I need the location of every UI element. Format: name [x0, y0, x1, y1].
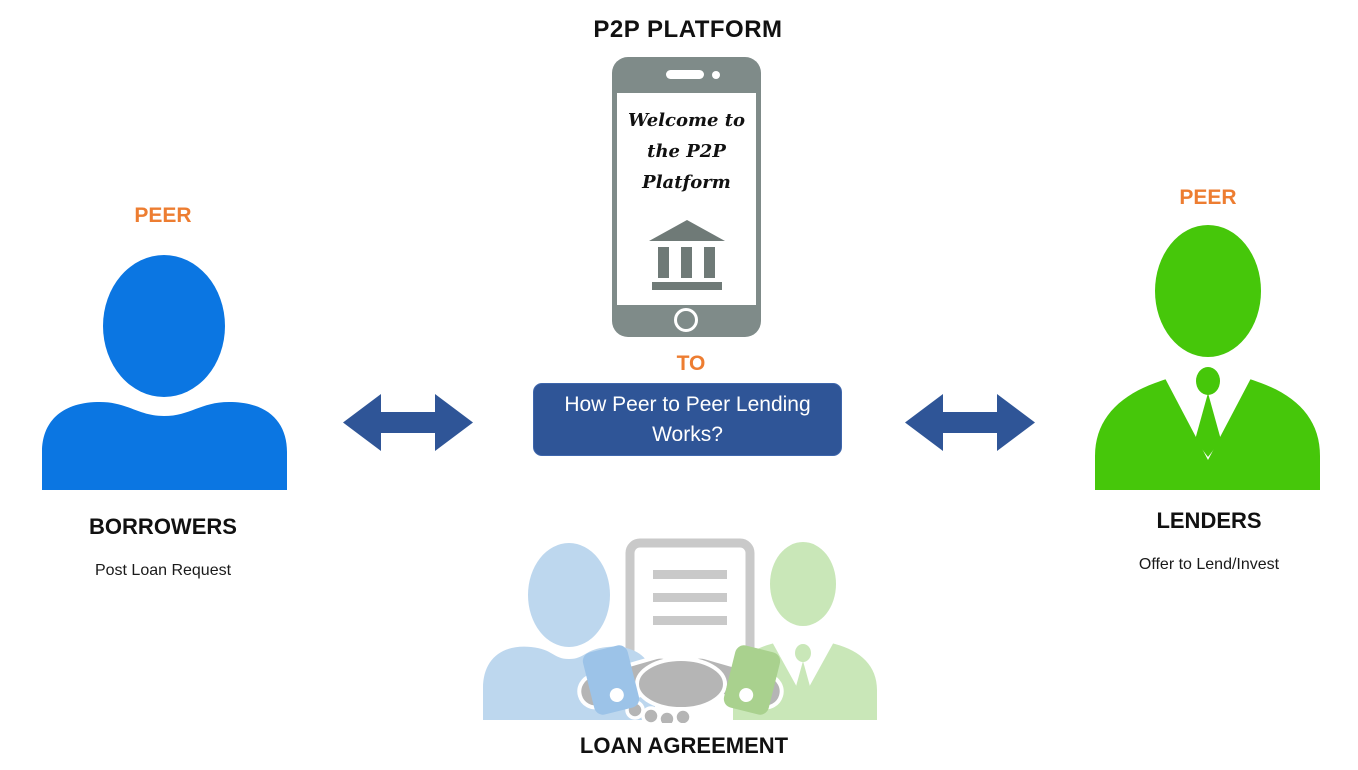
- document-icon: [625, 538, 755, 694]
- question-text: How Peer to Peer Lending Works?: [564, 392, 811, 446]
- page-title: P2P PLATFORM: [593, 16, 783, 43]
- borrower-action: Post Loan Request: [94, 562, 232, 579]
- right-double-arrow-icon: [905, 394, 1035, 451]
- handshake-icon: [577, 645, 784, 723]
- phone-illustration: Welcome to the P2P Platform: [612, 57, 761, 337]
- welcome-line-2: the P2P: [647, 141, 726, 162]
- bank-icon: [617, 220, 756, 297]
- loan-agreement-illustration: [483, 538, 880, 723]
- lender-person-icon: [1095, 225, 1320, 490]
- lender-peer-label: PEER: [1179, 186, 1237, 209]
- borrower-name: BORROWERS: [89, 514, 237, 539]
- welcome-line-1: Welcome to: [627, 110, 746, 131]
- phone-speaker: [666, 70, 704, 79]
- phone-camera: [712, 71, 720, 79]
- phone-welcome-text: Welcome to the P2P Platform: [617, 93, 756, 198]
- phone-home-button: [674, 308, 698, 332]
- question-box: How Peer to Peer Lending Works?: [533, 383, 842, 456]
- left-double-arrow-icon: [343, 394, 473, 451]
- welcome-line-3: Platform: [642, 172, 731, 193]
- lender-name: LENDERS: [1156, 508, 1262, 533]
- green-cuff-icon: [723, 645, 781, 715]
- borrower-person-icon: [42, 255, 287, 490]
- lender-action: Offer to Lend/Invest: [1138, 556, 1280, 573]
- to-label: TO: [676, 352, 706, 375]
- blue-cuff-icon: [582, 645, 640, 715]
- loan-agreement-label: LOAN AGREEMENT: [579, 733, 789, 758]
- phone-screen: Welcome to the P2P Platform: [617, 93, 756, 305]
- borrower-peer-label: PEER: [134, 204, 192, 227]
